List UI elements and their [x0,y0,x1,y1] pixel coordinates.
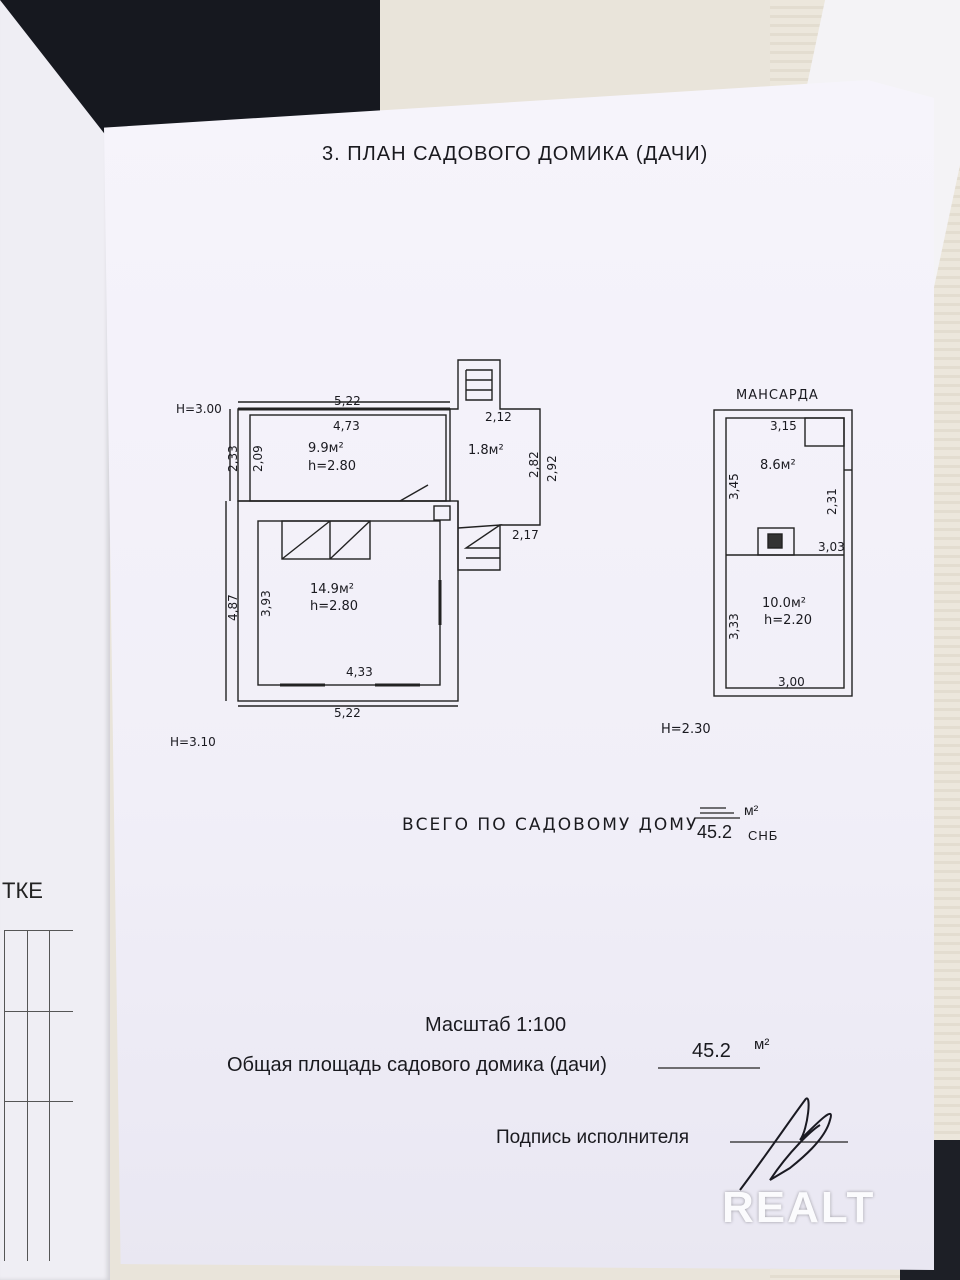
attic-height-label: Н=2.30 [661,722,711,737]
room-area-main: 14.9м² [310,582,354,597]
dim-left-top-outer: 2,33 [226,445,240,472]
attic-dim-bottom: 3,00 [778,675,805,689]
room-area-top: 9.9м² [308,441,344,456]
attic-dim-top: 3,15 [770,419,797,433]
dim-left-top-inner: 2,09 [251,445,265,472]
area-unit: м² [754,1036,770,1053]
dim-top-inner: 4,73 [333,419,360,433]
porch-outline [450,359,541,571]
total-label: ВСЕГО ПО САДОВОМУ ДОМУ [402,815,699,835]
attic-dim-left-top: 3,45 [727,473,741,500]
watermark-logo: REALT [722,1183,876,1232]
page-title: 3. ПЛАН САДОВОГО ДОМИКА (ДАЧИ) [322,143,709,165]
door-swing [399,484,429,502]
signature-scribble [739,1097,832,1191]
dim-porch-outer: 2,92 [545,455,559,482]
dim-bottom-inner: 4,33 [346,665,373,679]
left-page-fragment: ТКЕ [2,878,43,903]
dim-left-inner: 3,93 [259,590,273,617]
dim-top-outer: 5,22 [334,394,361,408]
attic-title: МАНСАРДА [736,388,819,403]
attic-room-height-bottom: h=2.20 [764,613,812,628]
room-outline-main [237,500,459,702]
attic-room-area-top: 8.6м² [760,458,796,473]
dim-left-outer: 4,87 [226,594,240,621]
room-height-main: h=2.80 [310,599,358,614]
attic-inner [725,417,845,689]
total-unit: м² [744,802,759,818]
attic-dim-right-mid: 3,03 [818,540,845,554]
room-area-porch: 1.8м² [468,443,504,458]
height-bottom-label: Н=3.10 [170,735,216,749]
attic-dim-right-top: 2,31 [825,488,839,515]
porch-door [457,524,503,549]
dim-bottom-outer: 5,22 [334,706,361,720]
attic-room-area-bottom: 10.0м² [762,596,806,611]
attic-outline [713,409,853,697]
attic-dim-left-bottom: 3,33 [727,613,741,640]
dim-porch-width: 2,12 [485,410,512,424]
scale-label: Масштаб 1:100 [425,1014,567,1036]
dim-porch-inner: 2,82 [527,451,541,478]
left-page: ТКЕ [0,0,110,1280]
room-height-top: h=2.80 [308,459,356,474]
attic-chimney [757,527,795,556]
stove [281,520,371,560]
area-label: Общая площадь садового домика (дачи) [227,1054,607,1076]
attic-plan [713,409,853,697]
left-page-form-table [4,930,73,1261]
document-sheet [104,80,934,1270]
signature-label: Подпись исполнителя [496,1127,690,1148]
total-fraction-lines [695,807,740,819]
area-value: 45.2 [692,1040,731,1062]
dim-porch-bottom: 2,17 [512,528,539,542]
ground-floor-plan [225,359,541,707]
total-suffix: СНБ [748,828,779,843]
total-value: 45.2 [697,822,733,842]
height-top-label: Н=3.00 [176,402,222,416]
porch-steps [465,369,493,401]
